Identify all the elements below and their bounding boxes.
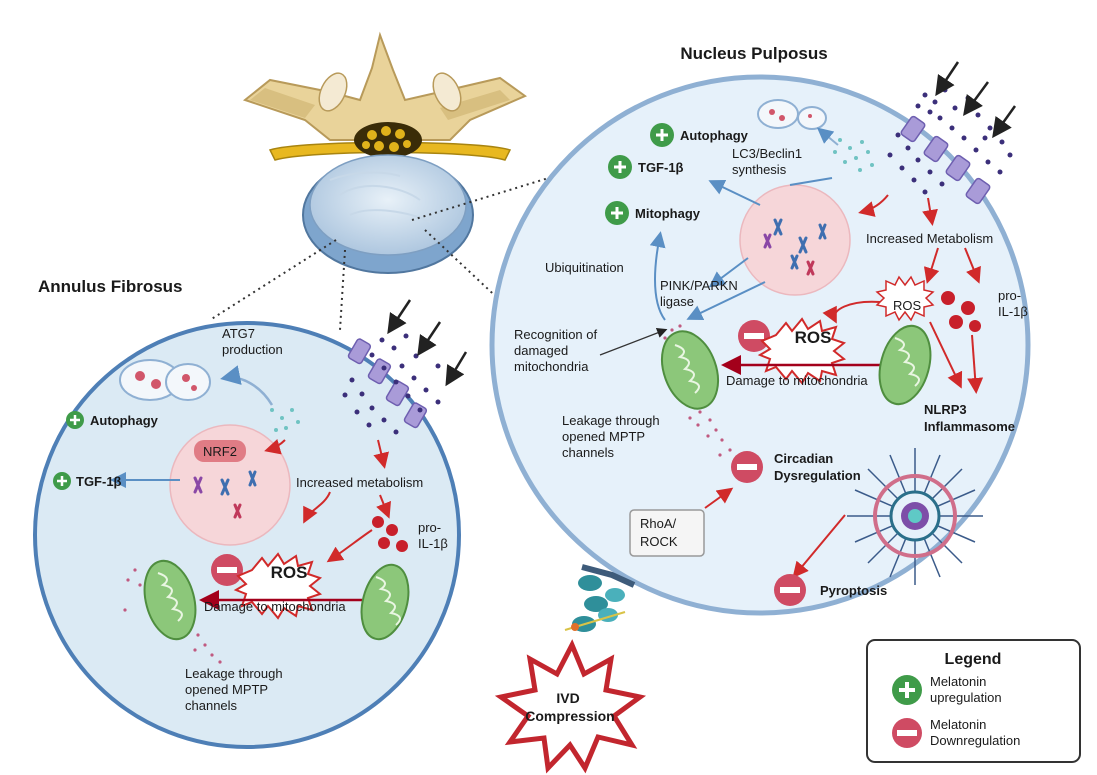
- spine-segment-icon: [564, 564, 636, 632]
- np-mitophagy-plus-icon: [605, 201, 629, 225]
- np-nlrp3-label: NLRP3 Inflammasome: [924, 402, 1015, 434]
- np-inflammasome-icon: [847, 448, 983, 585]
- af-ros-burst: [233, 552, 323, 620]
- np-mitophagy-label: Mitophagy: [635, 206, 701, 221]
- np-pro-il-particles: [941, 291, 981, 332]
- af-nrf2-badge: NRF2: [194, 440, 246, 462]
- np-cell-nucleus: [739, 184, 851, 296]
- legend-plus-icon: [892, 675, 922, 705]
- nucleus-pulposus-title: Nucleus Pulposus: [680, 44, 827, 63]
- np-autophagy-plus-icon: [650, 123, 674, 147]
- np-rhoa-rock-box: RhoA/ ROCK: [629, 509, 705, 557]
- np-recognition-label: Recognition of damaged mitochondria: [514, 327, 601, 374]
- vertebra-illustration: [242, 31, 528, 274]
- spinal-cord: [362, 126, 411, 152]
- af-damaged-mitochondrion: [143, 559, 197, 641]
- legend-title: Legend: [945, 651, 1002, 668]
- af-autophagy-plus-icon: [66, 411, 84, 429]
- af-lc3-particles: [270, 408, 300, 432]
- np-chromosomes: [763, 218, 827, 276]
- np-circadian-label: Circadian Dysregulation: [774, 451, 861, 483]
- ivd-compression-label: IVD Compression: [525, 690, 614, 724]
- af-chromosomes: [193, 470, 257, 519]
- af-mptp-leakage: [123, 568, 222, 664]
- np-blue-arrows: [649, 177, 833, 321]
- np-mptp-leakage: [663, 324, 732, 457]
- np-ros-small-burst: [875, 275, 935, 322]
- af-autophagosome: [119, 359, 211, 401]
- np-pyroptosis-minus-icon: [774, 574, 806, 606]
- af-atg7-label: ATG7 production: [222, 326, 283, 357]
- np-pink-parkn-label: PINK/PARKN ligase: [660, 278, 741, 309]
- np-autophagosome: [757, 99, 827, 130]
- af-tgf-plus-icon: [53, 472, 71, 490]
- af-healthy-mitochondrion: [360, 563, 410, 641]
- np-tgf-label: TGF-1β: [638, 160, 684, 175]
- np-increased-metabolism-label: Increased Metabolism: [866, 231, 993, 246]
- np-circadian-minus-icon: [731, 451, 763, 483]
- annulus-fibrosus-title: Annulus Fibrosus: [38, 277, 183, 296]
- legend-up-label: Melatonin upregulation: [930, 674, 1002, 705]
- zoom-connectors: [209, 171, 569, 331]
- ivd-compression-burst: [494, 639, 647, 774]
- legend-down-label: Melatonin Downregulation: [930, 717, 1020, 748]
- af-pro-il-label: pro- IL-1β: [418, 520, 448, 551]
- np-ros-small-label: ROS: [893, 298, 922, 313]
- np-lc3-label: LC3/Beclin1 synthesis: [732, 146, 806, 177]
- af-ros-minus-icon: [211, 554, 243, 586]
- np-pyroptosis-label: Pyroptosis: [820, 583, 887, 598]
- af-damage-label: Damage to mitochondria: [204, 599, 346, 614]
- np-pro-il-label: pro- IL-1β: [998, 288, 1028, 319]
- np-damaged-mitochondrion: [660, 330, 720, 410]
- af-red-arrows: [264, 439, 391, 563]
- af-leakage-label: Leakage through opened MPTP channels: [185, 666, 286, 713]
- np-ros-burst: [757, 317, 847, 385]
- legend-box: Legend Melatonin upregulation Melatonin …: [866, 639, 1081, 763]
- np-damage-label: Damage to mitochondria: [726, 373, 868, 388]
- af-increased-metabolism-label: Increased metabolism: [296, 475, 423, 490]
- np-ubiquitination-label: Ubiquitination: [545, 260, 624, 275]
- np-lc3-particles: [833, 138, 874, 172]
- af-incoming-arrows: [387, 299, 468, 387]
- af-ros-label: ROS: [271, 563, 308, 582]
- np-healthy-mitochondrion: [878, 324, 932, 406]
- np-red-arrows: [704, 194, 984, 579]
- np-membrane-receptors: [900, 115, 991, 205]
- legend-minus-icon: [892, 718, 922, 748]
- af-pro-il-particles: [372, 516, 408, 552]
- np-incoming-arrows: [935, 61, 1017, 139]
- np-autophagy-label: Autophagy: [680, 128, 749, 143]
- np-ros-minus-icon: [738, 320, 770, 352]
- af-autophagy-label: Autophagy: [90, 413, 159, 428]
- af-nrf2-label: NRF2: [203, 444, 237, 459]
- np-tgf-plus-icon: [608, 155, 632, 179]
- np-ros-label: ROS: [795, 328, 832, 347]
- np-leakage-label: Leakage through opened MPTP channels: [562, 413, 663, 460]
- af-tgf-label: TGF-1β: [76, 474, 122, 489]
- np-rhoa-label-2: ROCK: [640, 534, 678, 549]
- np-rhoa-label-1: RhoA/: [640, 516, 677, 531]
